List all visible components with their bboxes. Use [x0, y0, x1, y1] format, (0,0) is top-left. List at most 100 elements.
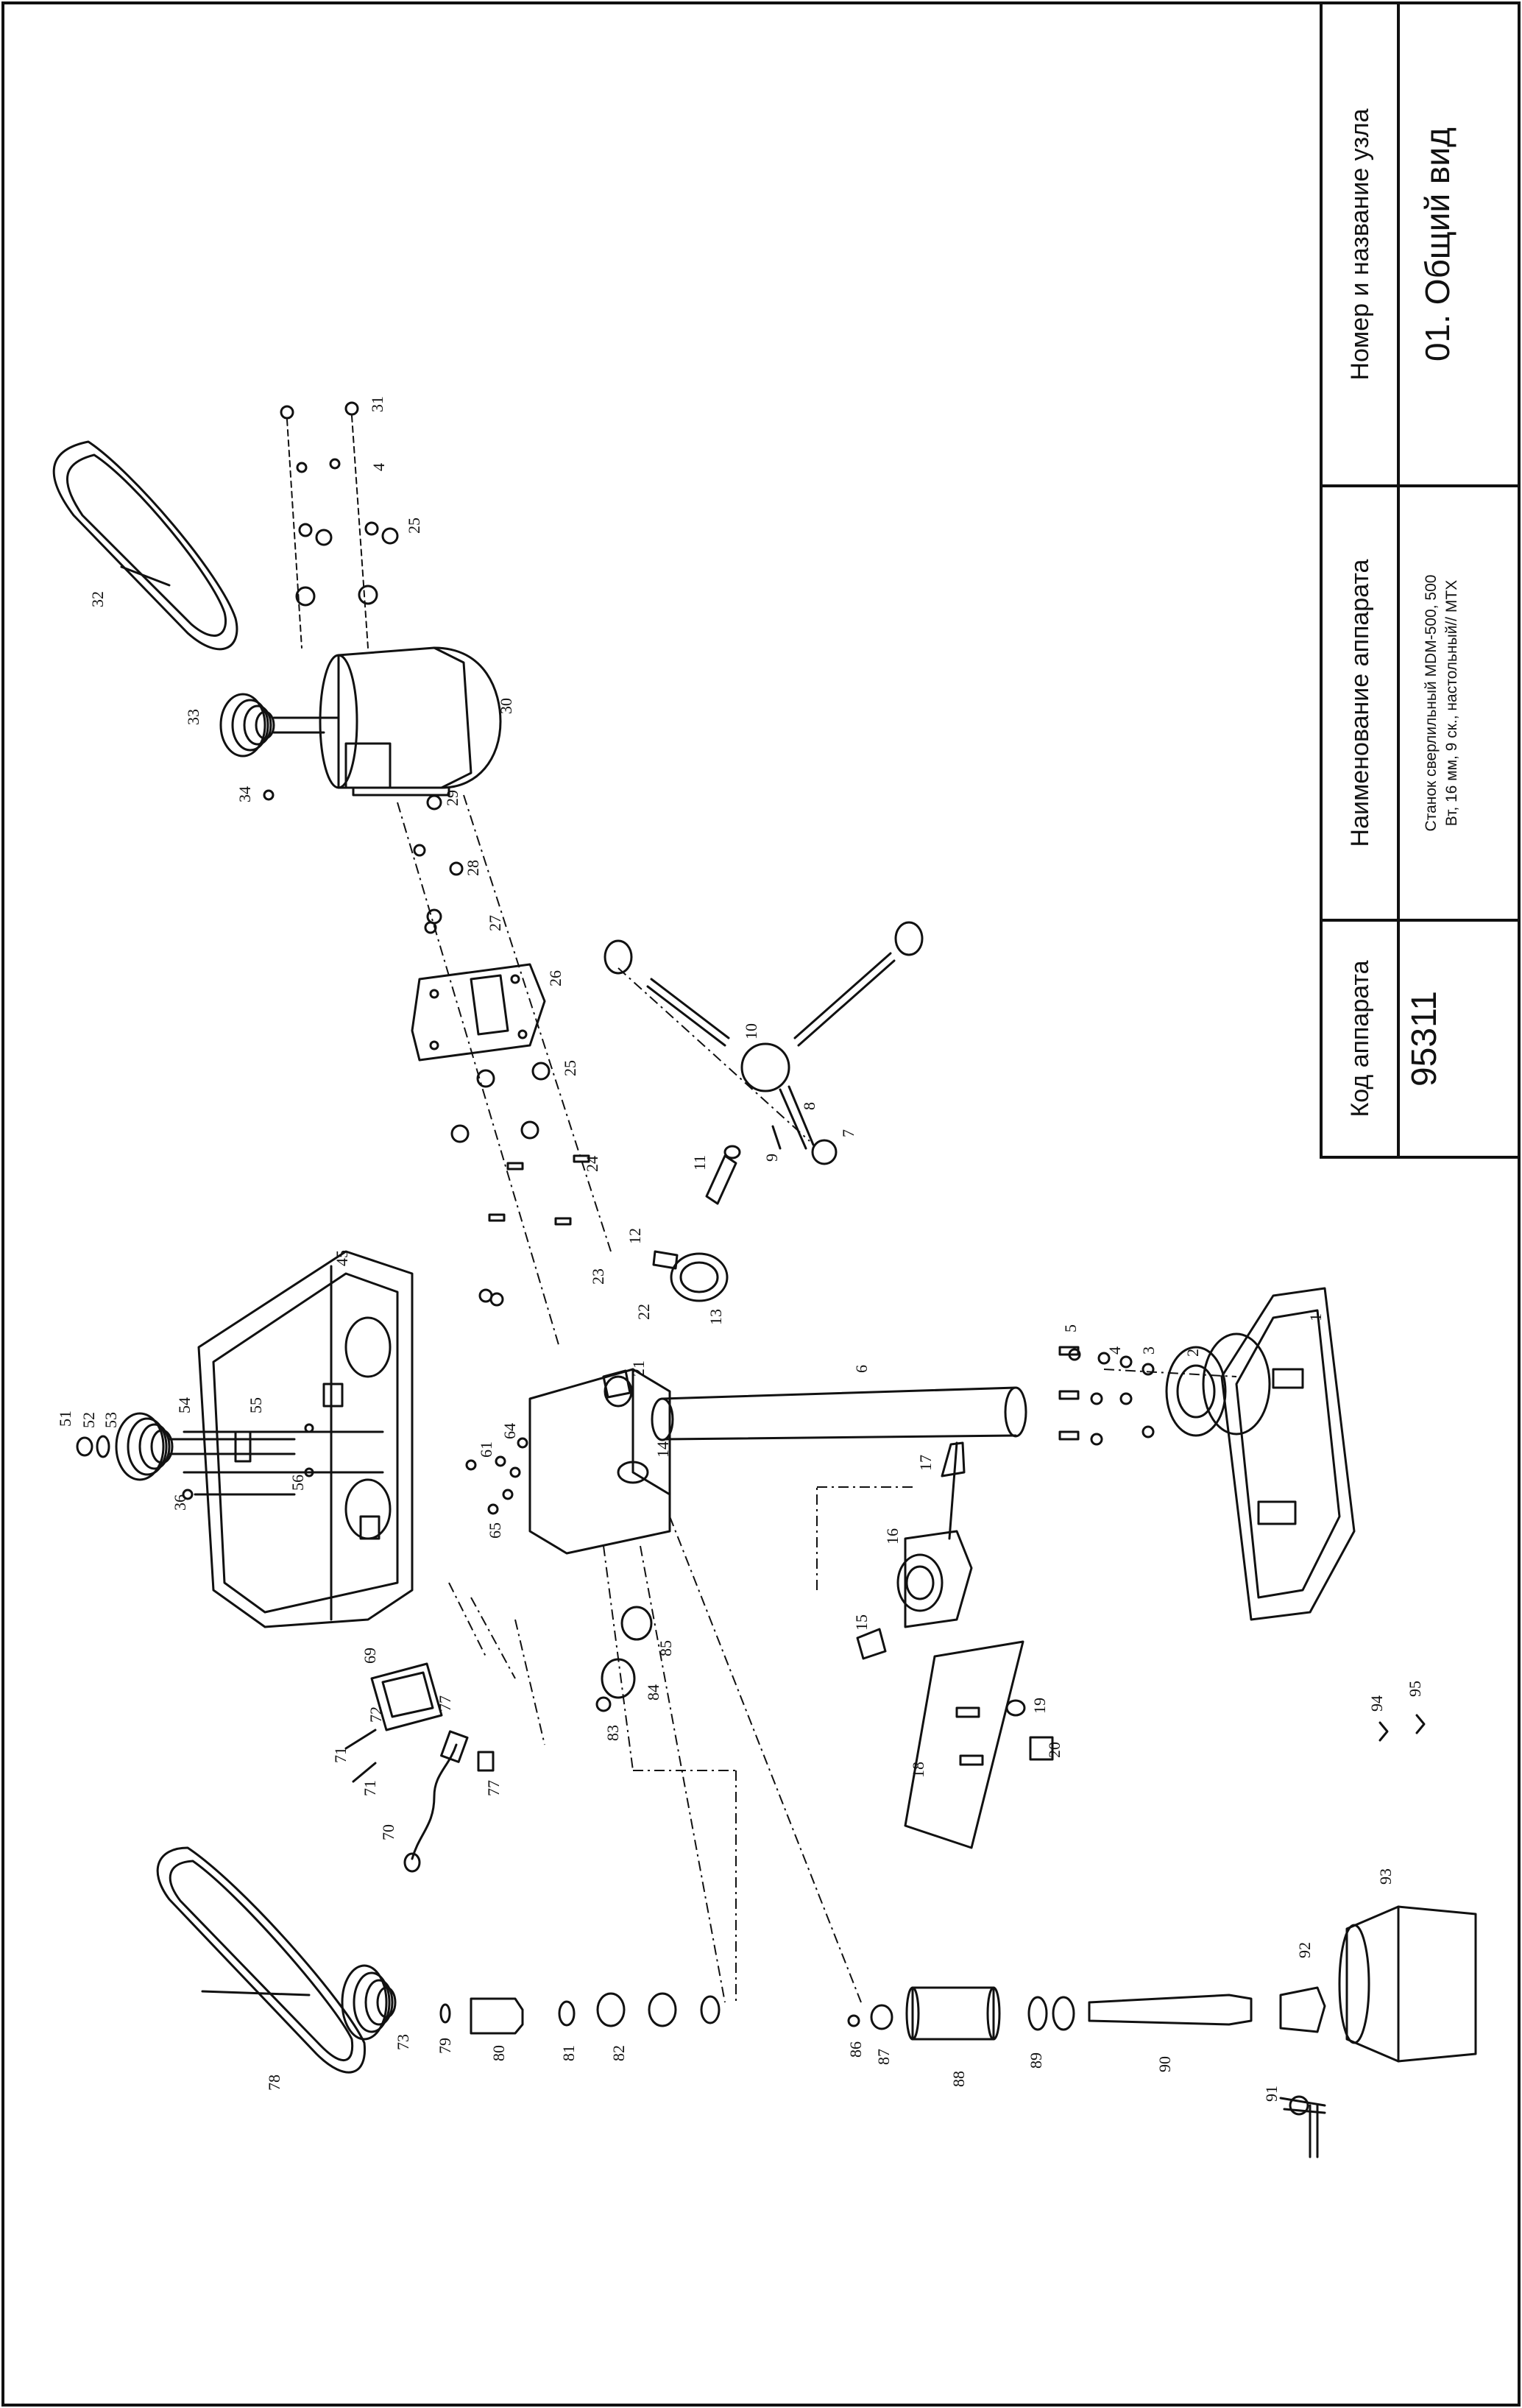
ring-81 [558, 2000, 576, 2027]
label-1: 1 [1306, 1313, 1325, 1321]
base-1 [1220, 1287, 1356, 1621]
base-fasteners [1058, 1346, 1155, 1446]
belt-32 [52, 440, 238, 651]
code-value: 95311 [1405, 991, 1444, 1087]
label-11: 11 [690, 1155, 709, 1171]
label-72: 72 [367, 1706, 385, 1723]
switch-box-69 [370, 1662, 443, 1731]
part-numbers: 1 2 3 4 5 6 7 8 9 10 11 12 13 14 15 16 1… [56, 396, 1424, 2102]
pulley-cover-45 [197, 1250, 414, 1628]
motor-bracket-26 [411, 963, 546, 1062]
label-23: 23 [589, 1268, 607, 1285]
label-77b: 77 [484, 1780, 503, 1796]
label-69: 69 [361, 1648, 379, 1664]
label-26: 26 [546, 970, 564, 986]
motor-fasteners [280, 401, 399, 649]
label-82: 82 [609, 2045, 628, 2061]
label-16: 16 [883, 1528, 902, 1544]
label-5: 5 [1061, 1324, 1080, 1332]
title-col-unit: Номер и название узла 01. Общий вид [1321, 3, 1519, 486]
cover-screws [465, 1288, 528, 1515]
label-52: 52 [79, 1412, 98, 1428]
label-15: 15 [852, 1614, 871, 1631]
label-89: 89 [1027, 2052, 1045, 2069]
label-86: 86 [846, 2041, 865, 2058]
label-25b: 25 [405, 518, 423, 534]
device-header: Наименование аппарата [1346, 559, 1374, 847]
spindle-pulley-73 [341, 1964, 397, 2041]
label-93: 93 [1376, 1868, 1395, 1885]
power-cable-70 [411, 1743, 458, 1860]
label-31: 31 [368, 396, 386, 412]
label-2: 2 [1183, 1349, 1202, 1357]
nut-29 [426, 794, 442, 811]
wedge-15 [856, 1628, 887, 1660]
bearing-87 [870, 2004, 893, 2030]
title-col-code: Код аппарата 95311 [1321, 920, 1519, 1157]
spindle-90 [1088, 1994, 1253, 2026]
label-79: 79 [436, 2038, 454, 2054]
knob-7 [811, 1139, 838, 1165]
label-24: 24 [583, 1156, 601, 1172]
label-14: 14 [654, 1441, 672, 1458]
unit-header: Номер и название узла [1346, 108, 1374, 381]
label-80: 80 [489, 2045, 508, 2061]
chuck-92 [1279, 1986, 1326, 2033]
ring-79 [439, 2003, 451, 2024]
label-78: 78 [265, 2075, 283, 2091]
label-4: 4 [1105, 1346, 1124, 1355]
label-95: 95 [1406, 1681, 1424, 1697]
label-73: 73 [394, 2034, 412, 2050]
label-65: 65 [486, 1522, 504, 1539]
table-arm-16 [896, 1441, 973, 1628]
label-19: 19 [1030, 1698, 1049, 1714]
screw-94 [1378, 1721, 1389, 1742]
label-33: 33 [184, 709, 202, 725]
column-flange-2 [1165, 1332, 1271, 1437]
label-30: 30 [497, 698, 515, 714]
label-94: 94 [1367, 1695, 1386, 1712]
key-34 [263, 789, 275, 801]
label-3: 3 [1139, 1346, 1158, 1355]
label-70: 70 [379, 1824, 397, 1840]
label-13: 13 [707, 1309, 725, 1325]
feed-handles [604, 921, 924, 1205]
column-6 [651, 1386, 1027, 1441]
label-21: 21 [629, 1360, 648, 1377]
label-77a: 77 [436, 1695, 454, 1712]
label-18: 18 [909, 1762, 927, 1778]
depth-ring-85 [620, 1606, 653, 1641]
label-56: 56 [289, 1475, 307, 1491]
label-17: 17 [916, 1455, 935, 1471]
label-71a: 71 [331, 1747, 350, 1763]
label-85: 85 [656, 1640, 675, 1656]
screw-95 [1415, 1714, 1426, 1734]
label-92: 92 [1295, 1942, 1314, 1958]
quill-88 [905, 1986, 1001, 2041]
label-28: 28 [464, 860, 482, 876]
label-10: 10 [742, 1023, 760, 1039]
label-71b: 71 [361, 1780, 379, 1796]
screw-12 [652, 1250, 679, 1270]
label-12: 12 [626, 1228, 644, 1244]
label-90: 90 [1155, 2056, 1174, 2072]
label-27: 27 [486, 915, 504, 931]
label-6: 6 [852, 1365, 871, 1373]
sleeve-80 [470, 1997, 524, 2035]
label-87: 87 [874, 2049, 893, 2065]
label-88: 88 [949, 2071, 968, 2087]
label-34: 34 [236, 786, 254, 802]
bearing-55 [234, 1430, 252, 1463]
label-81: 81 [559, 2045, 578, 2061]
depth-nut-84 [601, 1658, 636, 1699]
hub-10 [740, 1042, 790, 1092]
label-7: 7 [839, 1129, 857, 1137]
label-84: 84 [644, 1684, 662, 1701]
title-block-frame [1320, 1, 1521, 1159]
label-61: 61 [477, 1441, 495, 1458]
label-53: 53 [102, 1412, 120, 1428]
chuck-guard-93 [1338, 1905, 1477, 2063]
